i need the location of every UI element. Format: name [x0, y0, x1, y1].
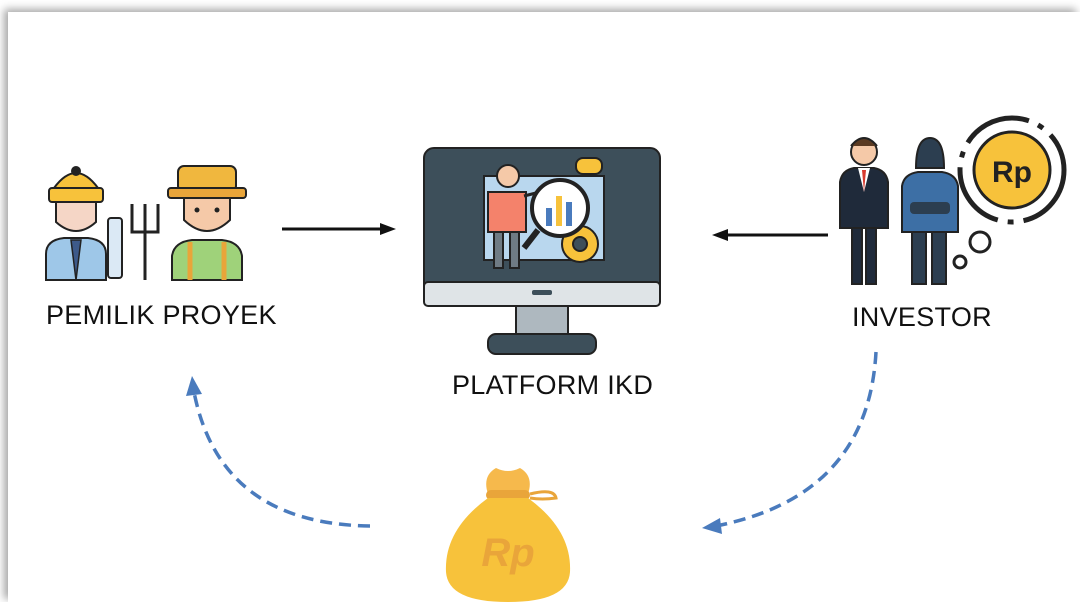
- arrow-owner-to-platform: [280, 220, 400, 240]
- platform-label: PLATFORM IKD: [452, 370, 654, 400]
- money-rp-badge: Rp: [481, 531, 534, 575]
- investors-icon: Rp: [836, 108, 1072, 292]
- investor-label: INVESTOR: [852, 302, 992, 332]
- workers-icon: [44, 160, 254, 284]
- monitor-analytics-icon: [420, 146, 664, 360]
- arrow-investor-to-platform: [708, 226, 830, 246]
- investor-rp-badge: Rp: [992, 156, 1032, 189]
- dashed-arrow-money-to-owner: [180, 374, 374, 534]
- dashed-arrow-investor-to-money: [696, 346, 886, 536]
- money-bag-icon: Rp: [438, 460, 578, 602]
- project-owner-label: PEMILIK PROYEK: [46, 300, 277, 330]
